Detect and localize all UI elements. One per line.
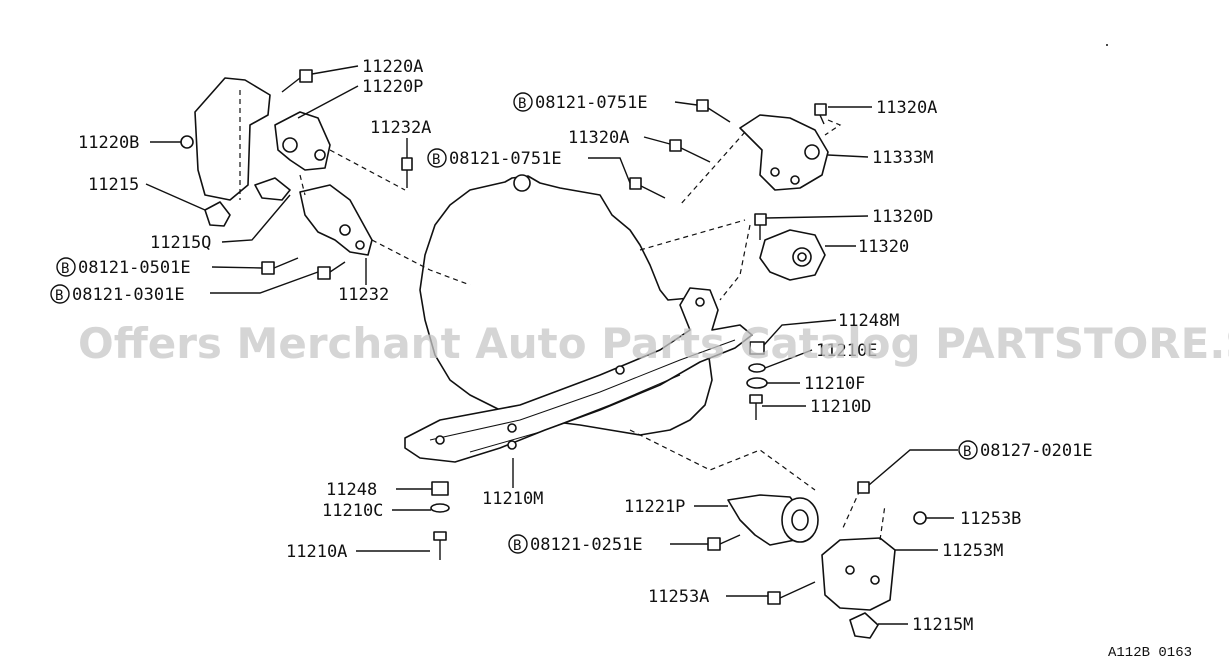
label-11320D: 11320D: [872, 207, 933, 227]
cushion-11215Q: [254, 177, 291, 201]
plate-11215: [204, 201, 231, 227]
bolt-symbol: B: [518, 96, 526, 112]
bolt-number: 08127-0201E: [980, 441, 1093, 461]
stopper-11215M: [849, 612, 879, 639]
label-11232A: 11232A: [370, 118, 431, 138]
label-b-08121-0751E-upper: B 08121-0751E: [513, 92, 648, 113]
label-11220B: 11220B: [78, 133, 139, 153]
bolt-11320D: [754, 213, 767, 240]
bracket-11232: [299, 184, 373, 256]
bolt-number: 08121-0301E: [72, 285, 185, 305]
bolt-11220A: [281, 69, 313, 93]
mount-11253M: [821, 537, 896, 611]
label-11320: 11320: [858, 237, 909, 257]
bolt-symbol: B: [432, 152, 440, 168]
bolt-08127-0201E: [857, 481, 870, 494]
bolt-symbol: B: [963, 444, 971, 460]
label-11215Q: 11215Q: [150, 233, 211, 253]
label-11220P: 11220P: [362, 77, 423, 97]
bolt-symbol: B: [61, 261, 69, 277]
label-11253A: 11253A: [648, 587, 709, 607]
label-b-08121-0751E-lower: B 08121-0751E: [427, 148, 562, 169]
label-11210D: 11210D: [810, 397, 871, 417]
label-11210A: 11210A: [286, 542, 347, 562]
label-11210E: 11210E: [816, 341, 877, 361]
crossmember: [404, 287, 753, 463]
nut-11220B: [180, 135, 194, 149]
bolt-08121-0751E-lower: [629, 177, 666, 199]
label-b-08127-0201E: B 08127-0201E: [958, 440, 1093, 461]
bolt-08121-0251E: [707, 534, 741, 551]
label-b-08121-0301E: B 08121-0301E: [50, 284, 185, 305]
watermark: Offers Merchant Auto Parts Catalog PARTS…: [78, 319, 1229, 368]
engine-outline: [419, 175, 713, 436]
bolt-11253A: [767, 581, 816, 605]
label-11210F: 11210F: [804, 374, 865, 394]
bolt-11232A: [401, 157, 413, 188]
bolt-08121-0501E: [261, 257, 299, 275]
label-11232: 11232: [338, 285, 389, 305]
label-11210C: 11210C: [322, 501, 383, 521]
drawing-code: A112B 0163: [1108, 645, 1192, 661]
washer-stack-11248: [430, 481, 450, 560]
bracket-11210M-tab: [507, 440, 517, 450]
bolt-number: 08121-0751E: [449, 149, 562, 169]
bracket-11220P: [274, 111, 331, 171]
bolt-symbol: B: [513, 538, 521, 554]
bolt-number: 08121-0751E: [535, 93, 648, 113]
nut-11253B: [913, 511, 927, 525]
bolt-number: 08121-0501E: [78, 258, 191, 278]
mount-11333M: [739, 114, 829, 191]
bolt-symbol: B: [55, 288, 63, 304]
bolt-08121-0301E: [317, 261, 346, 280]
label-b-08121-0251E: B 08121-0251E: [508, 534, 643, 555]
nut-11320A-right: [814, 103, 827, 125]
bolt-08121-0751E-upper: [696, 99, 731, 123]
bolt-number: 08121-0251E: [530, 535, 643, 555]
label-11221P: 11221P: [624, 497, 685, 517]
label-11248M: 11248M: [838, 311, 899, 331]
heat-shield-11220B: [194, 77, 271, 201]
label-11333M: 11333M: [872, 148, 933, 168]
label-11320A-left: 11320A: [568, 128, 629, 148]
label-11320A-right: 11320A: [876, 98, 937, 118]
label-11253M: 11253M: [942, 541, 1003, 561]
leader-lines: [145, 65, 958, 625]
label-11253B: 11253B: [960, 509, 1021, 529]
label-b-08121-0501E: B 08121-0501E: [56, 257, 191, 278]
label-11248: 11248: [326, 480, 377, 500]
engine-boss: [513, 174, 531, 192]
label-11210M: 11210M: [482, 489, 543, 509]
label-11215: 11215: [88, 175, 139, 195]
label-11215M: 11215M: [912, 615, 973, 635]
washer-stack-11210: [746, 341, 768, 420]
bolt-11320A-left: [669, 139, 711, 163]
label-11220A: 11220A: [362, 57, 423, 77]
